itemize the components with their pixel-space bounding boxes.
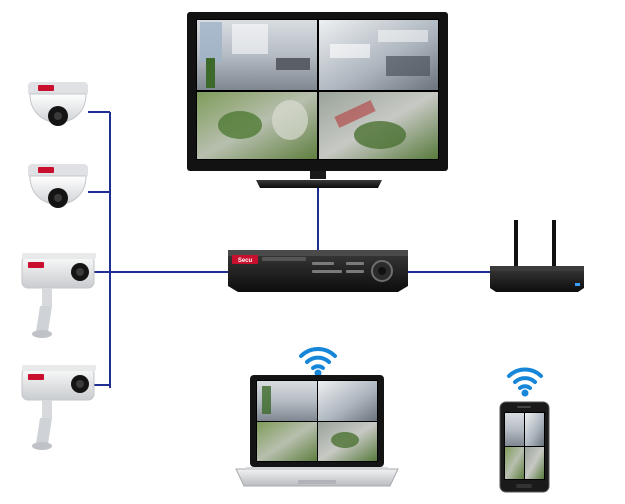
laptop-feed-2 <box>318 381 377 421</box>
camera-brand-badge <box>38 85 54 91</box>
camera-brand-badge <box>28 262 44 268</box>
wired-connections <box>88 111 490 388</box>
bullet-camera-icon <box>21 253 96 338</box>
dome-camera-icon <box>28 164 88 208</box>
wifi-router-icon <box>490 220 584 292</box>
dome-camera-icon <box>28 82 88 126</box>
camera-brand-badge <box>28 374 44 380</box>
smartphone-icon <box>499 401 550 493</box>
laptop-icon <box>235 375 399 487</box>
network-video-recorder-icon: Secu <box>228 250 408 292</box>
monitor-icon <box>187 12 448 188</box>
phone-feed-3 <box>505 447 524 479</box>
recorder-brand-badge <box>232 255 258 264</box>
bullet-camera-icon <box>21 365 96 450</box>
phone-feed-2 <box>525 413 544 446</box>
recorder-brand-label: Secu <box>238 258 253 264</box>
camera-brand-badge <box>38 167 54 173</box>
wifi-signal-icon <box>299 346 337 377</box>
wifi-signal-icon <box>507 367 543 397</box>
phone-feed-4 <box>525 447 544 479</box>
laptop-feed-3 <box>257 422 317 461</box>
phone-feed-1 <box>505 413 524 446</box>
